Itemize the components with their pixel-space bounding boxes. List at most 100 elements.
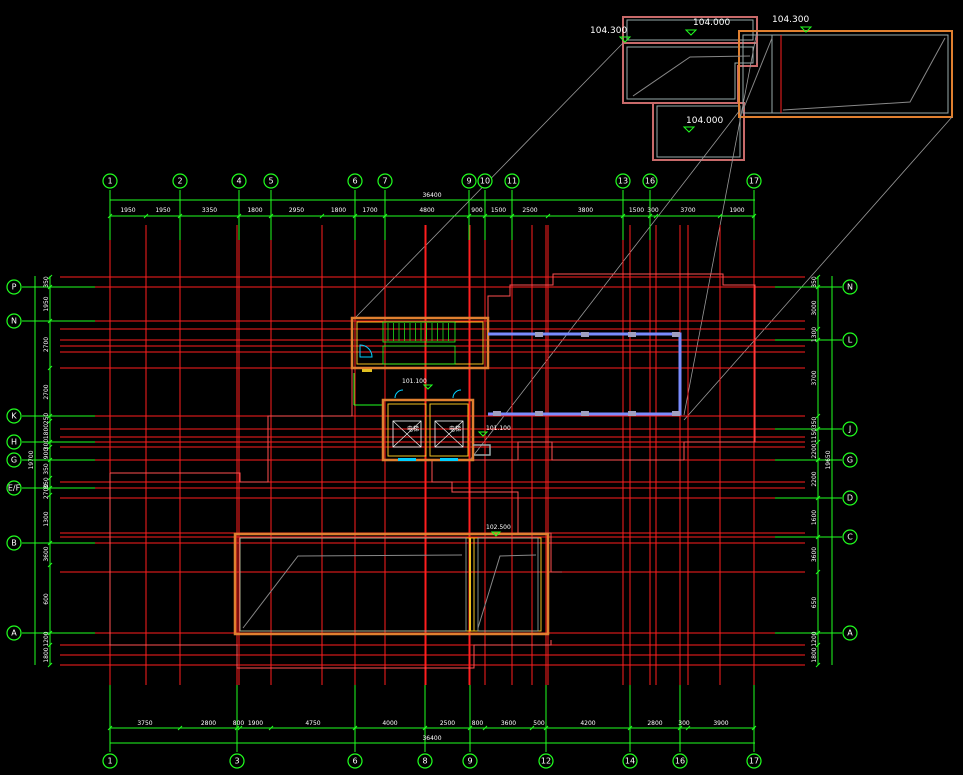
axis-bubble-top-4: 4 xyxy=(231,173,247,189)
axis-bubble-top-7-label: 7 xyxy=(382,177,387,186)
dim-tick xyxy=(107,213,113,219)
axis-bubble-top-9-label: 9 xyxy=(466,177,471,186)
dim-tick xyxy=(627,725,633,731)
dim-tick xyxy=(529,725,535,731)
axis-bubble-bottom-12-circle xyxy=(538,753,554,769)
axis-bubble-right-J-label: J xyxy=(848,425,851,434)
dim-tick xyxy=(268,213,274,219)
dim-tick xyxy=(422,725,428,731)
axis-bubble-left-K: K xyxy=(6,408,22,424)
dim-tick xyxy=(143,213,149,219)
dim-bottom-segment: 300 xyxy=(678,720,690,727)
axis-bubble-left-A-circle xyxy=(6,625,22,641)
dim-tick xyxy=(47,485,53,491)
axis-bubble-top-6-circle xyxy=(347,173,363,189)
level-roof-left: 104.300 xyxy=(590,26,627,36)
dim-right-segment: 1300 xyxy=(811,327,818,342)
dim-top-segment: 900 xyxy=(471,207,483,214)
axis-bubble-right-N: N xyxy=(842,279,858,295)
dim-bottom-segment: 500 xyxy=(533,720,545,727)
axis-bubble-top-10: 10 xyxy=(477,173,493,189)
axis-bubble-top-16-circle xyxy=(642,173,658,189)
axis-bubble-bottom-16-circle xyxy=(672,753,688,769)
dim-bottom-segment: 3600 xyxy=(501,720,516,727)
axis-bubble-left-N-circle xyxy=(6,313,22,329)
axis-bubble-left-B-circle xyxy=(6,535,22,551)
level-roof-lower: 104.000 xyxy=(686,116,723,126)
axis-bubble-top-1-label: 1 xyxy=(107,177,112,186)
dim-tick xyxy=(268,725,274,731)
axis-bubble-right-N-circle xyxy=(842,279,858,295)
dim-tick xyxy=(177,725,183,731)
axis-bubble-bottom-1-circle xyxy=(102,753,118,769)
axis-bubble-top-4-circle xyxy=(231,173,247,189)
dim-tick xyxy=(47,365,53,371)
dim-tick xyxy=(815,457,821,463)
dim-tick xyxy=(47,492,53,498)
axis-bubble-left-H: H xyxy=(6,434,22,450)
dim-left-segment: 350 xyxy=(43,463,50,475)
axis-bubble-left-A-label: A xyxy=(11,629,17,638)
dim-tick xyxy=(47,457,53,463)
dim-tick xyxy=(319,213,325,219)
dim-tick xyxy=(47,642,53,648)
axis-bubble-top-2: 2 xyxy=(172,173,188,189)
dim-left-segment: 2700 xyxy=(43,484,50,499)
axis-bubble-top-6-label: 6 xyxy=(352,177,357,186)
axis-bubble-left-B: B xyxy=(6,535,22,551)
dim-bottom-segment: 2500 xyxy=(440,720,455,727)
axis-bubble-bottom-1-label: 1 xyxy=(107,757,112,766)
dim-tick xyxy=(467,725,473,731)
dim-right-segment: 1200 xyxy=(811,631,818,646)
axis-bubble-left-P-circle xyxy=(6,279,22,295)
dim-tick xyxy=(717,213,723,219)
axis-bubble-left-N: N xyxy=(6,313,22,329)
axis-bubble-bottom-12-label: 12 xyxy=(541,757,551,766)
axis-bubble-bottom-14: 14 xyxy=(622,753,638,769)
dim-tick xyxy=(751,213,757,219)
axis-bubble-bottom-17-circle xyxy=(746,753,762,769)
axis-bubble-bottom-16-label: 16 xyxy=(675,757,685,766)
dim-tick xyxy=(237,725,243,731)
axis-bubble-bottom-9: 9 xyxy=(462,753,478,769)
dim-tick xyxy=(47,439,53,445)
axis-bubble-right-J: J xyxy=(842,421,858,437)
dim-top-segment: 1950 xyxy=(155,207,170,214)
axis-bubble-top-1-circle xyxy=(102,173,118,189)
dim-right-segment: 1800 xyxy=(811,647,818,662)
dim-top-segment: 1800 xyxy=(247,207,262,214)
axis-bubble-left-N-label: N xyxy=(11,317,17,326)
axis-bubble-left-A: A xyxy=(6,625,22,641)
axis-bubble-bottom-6-label: 6 xyxy=(352,757,357,766)
dim-tick xyxy=(815,630,821,636)
level-roof-right: 104.300 xyxy=(772,15,809,25)
axis-bubble-top-2-circle xyxy=(172,173,188,189)
axis-bubble-left-EF-label: E/F xyxy=(8,484,21,493)
dim-right-segment: 3700 xyxy=(811,370,818,385)
axis-bubble-top-16: 16 xyxy=(642,173,658,189)
axis-bubble-top-17-label: 17 xyxy=(749,177,759,186)
axis-bubble-bottom-8-label: 8 xyxy=(422,757,427,766)
dim-left-segment: 1800 xyxy=(43,424,50,439)
dim-top-segment: 3700 xyxy=(680,207,695,214)
dim-left-segment: 2700 xyxy=(43,337,50,352)
dim-bottom-segment: 3900 xyxy=(713,720,728,727)
axis-bubble-right-D-label: D xyxy=(847,494,853,503)
overall-dim-bottom: 36400 xyxy=(422,735,441,742)
dim-tick xyxy=(47,630,53,636)
axis-bubble-top-17-circle xyxy=(746,173,762,189)
axis-bubble-bottom-3: 3 xyxy=(229,753,245,769)
dim-top-segment: 1500 xyxy=(491,207,506,214)
axis-bubble-right-D: D xyxy=(842,490,858,506)
dim-bottom-segment: 2800 xyxy=(647,720,662,727)
axis-bubble-top-5-label: 5 xyxy=(268,177,273,186)
key-plan: 104.300 104.000 104.300 104.000 xyxy=(354,15,953,461)
axis-bubble-bottom-14-label: 14 xyxy=(625,757,635,766)
dim-top-segment: 2500 xyxy=(522,207,537,214)
dimension-lines xyxy=(34,199,833,744)
axis-bubble-left-P-label: P xyxy=(12,283,17,292)
dim-left-segment: 600 xyxy=(43,593,50,605)
dim-tick xyxy=(543,725,549,731)
axis-bubble-bottom-8: 8 xyxy=(417,753,433,769)
